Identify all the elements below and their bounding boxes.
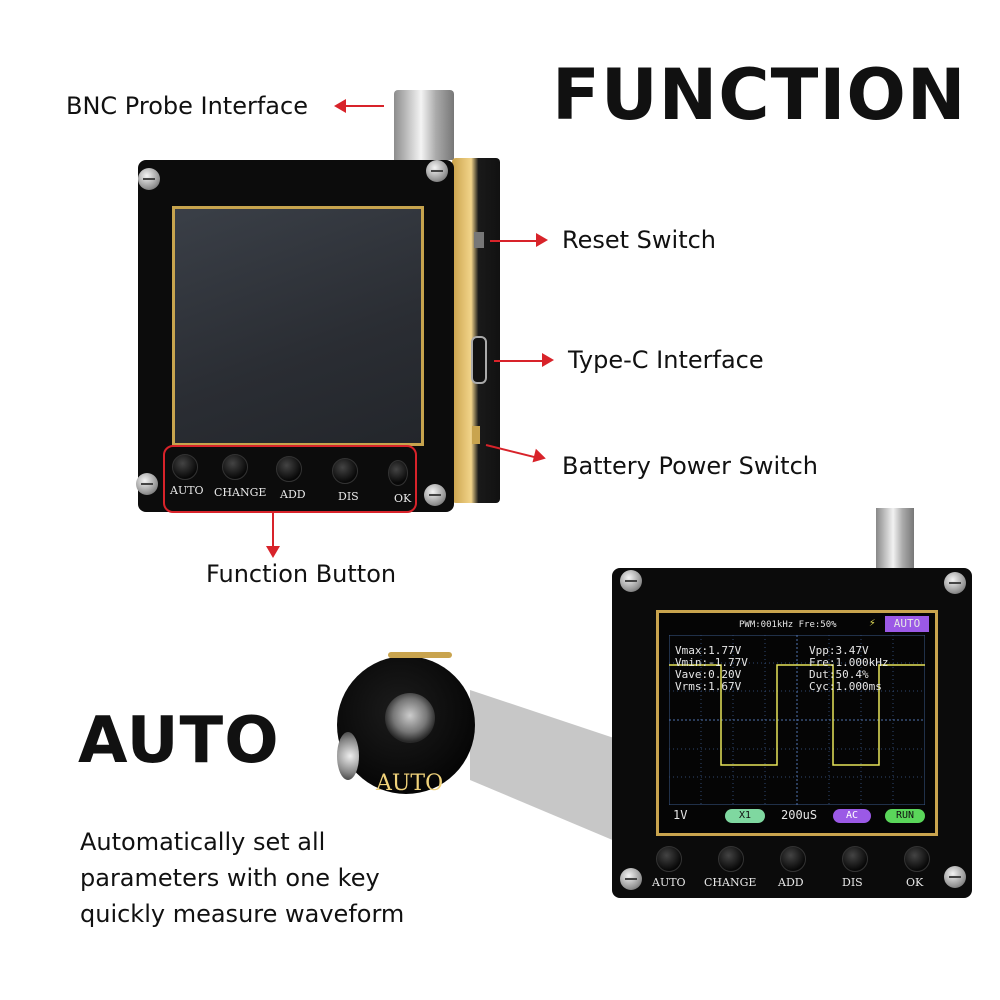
device-screen <box>172 206 424 446</box>
screw-icon <box>426 160 448 182</box>
trigger-icon: ⚡ <box>869 616 876 629</box>
reading-vmin: Vmin:-1.77V <box>675 656 748 669</box>
battery-switch <box>472 426 480 444</box>
run-pill: RUN <box>885 809 925 823</box>
arrow-icon <box>536 233 548 247</box>
reading-vpp: Vpp:3.47V <box>809 644 869 657</box>
scope-top-info: PWM:001kHz Fre:50% <box>739 620 837 630</box>
arrow-icon <box>334 99 346 113</box>
callout-battery: Battery Power Switch <box>562 452 818 480</box>
add-button[interactable] <box>276 456 302 482</box>
reading-dut: Dut:50.4% <box>809 668 869 681</box>
reading-vrms: Vrms:1.67V <box>675 680 742 693</box>
arrow-line <box>490 240 538 242</box>
reading-vmax: Vmax:1.77V <box>675 644 742 657</box>
callout-typec: Type-C Interface <box>568 346 764 374</box>
typec-port <box>471 336 487 384</box>
dis-button[interactable] <box>332 458 358 484</box>
auto-button[interactable] <box>656 846 682 872</box>
button-label-change: CHANGE <box>214 486 267 499</box>
function-button-group <box>163 445 417 513</box>
bnc-connector <box>394 90 454 160</box>
reading-cyc: Cyc:1.000ms <box>809 680 882 693</box>
mode-badge-label: AUTO <box>893 617 921 630</box>
button-label-ok: OK <box>906 876 924 889</box>
change-button[interactable] <box>222 454 248 480</box>
reading-vave: Vave:0.20V <box>675 668 742 681</box>
screw-icon <box>138 168 160 190</box>
oscilloscope-screen: PWM:001kHz Fre:50% ⚡ AUTO Vmax:1.77V Vmi… <box>656 610 938 836</box>
coupling-pill: AC <box>833 809 871 823</box>
screw-icon <box>620 570 642 592</box>
description-line: quickly measure waveform <box>80 900 405 928</box>
auto-heading: AUTO <box>78 704 280 778</box>
button-label-dis: DIS <box>338 490 359 503</box>
add-button[interactable] <box>780 846 806 872</box>
description-line: Automatically set all <box>80 828 326 856</box>
arrow-line <box>494 360 544 362</box>
arrow-icon <box>266 546 280 558</box>
screw-icon <box>944 866 966 888</box>
reset-switch <box>474 232 484 248</box>
button-label-auto: AUTO <box>652 876 686 889</box>
change-button[interactable] <box>718 846 744 872</box>
dis-button[interactable] <box>842 846 868 872</box>
auto-button[interactable] <box>172 454 198 480</box>
screw-icon <box>620 868 642 890</box>
button-label-auto: AUTO <box>170 484 204 497</box>
scope-graticule <box>669 635 925 805</box>
ok-button[interactable] <box>904 846 930 872</box>
reading-fre: Fre:1.000kHz <box>809 656 889 669</box>
callout-function-button: Function Button <box>206 560 397 588</box>
button-label-change: CHANGE <box>704 876 757 889</box>
zoom-screw-icon <box>337 732 359 780</box>
callout-reset: Reset Switch <box>562 226 717 254</box>
zoom-auto-label: AUTO <box>376 771 444 796</box>
volt-division: 1V <box>673 808 688 822</box>
button-label-add: ADD <box>778 876 804 889</box>
zoom-gold-edge <box>388 652 452 658</box>
arrow-line <box>272 512 274 548</box>
arrow-line <box>344 105 384 107</box>
screw-icon <box>136 473 158 495</box>
arrow-icon <box>542 353 554 367</box>
description-line: parameters with one key <box>80 864 380 892</box>
auto-button-closeup <box>385 693 435 743</box>
screw-icon <box>424 484 446 506</box>
waveform-trace <box>669 664 925 766</box>
mode-badge: AUTO <box>885 616 929 632</box>
callout-bnc: BNC Probe Interface <box>66 92 308 120</box>
auto-description: Automatically set all parameters with on… <box>80 824 404 932</box>
function-heading: FUNCTION <box>552 54 967 136</box>
time-division: 200uS <box>781 808 818 822</box>
screw-icon <box>944 572 966 594</box>
button-label-add: ADD <box>280 488 306 501</box>
button-label-ok: OK <box>394 492 412 505</box>
button-label-dis: DIS <box>842 876 863 889</box>
ok-button[interactable] <box>388 460 408 486</box>
probe-pill: X1 <box>725 809 765 823</box>
